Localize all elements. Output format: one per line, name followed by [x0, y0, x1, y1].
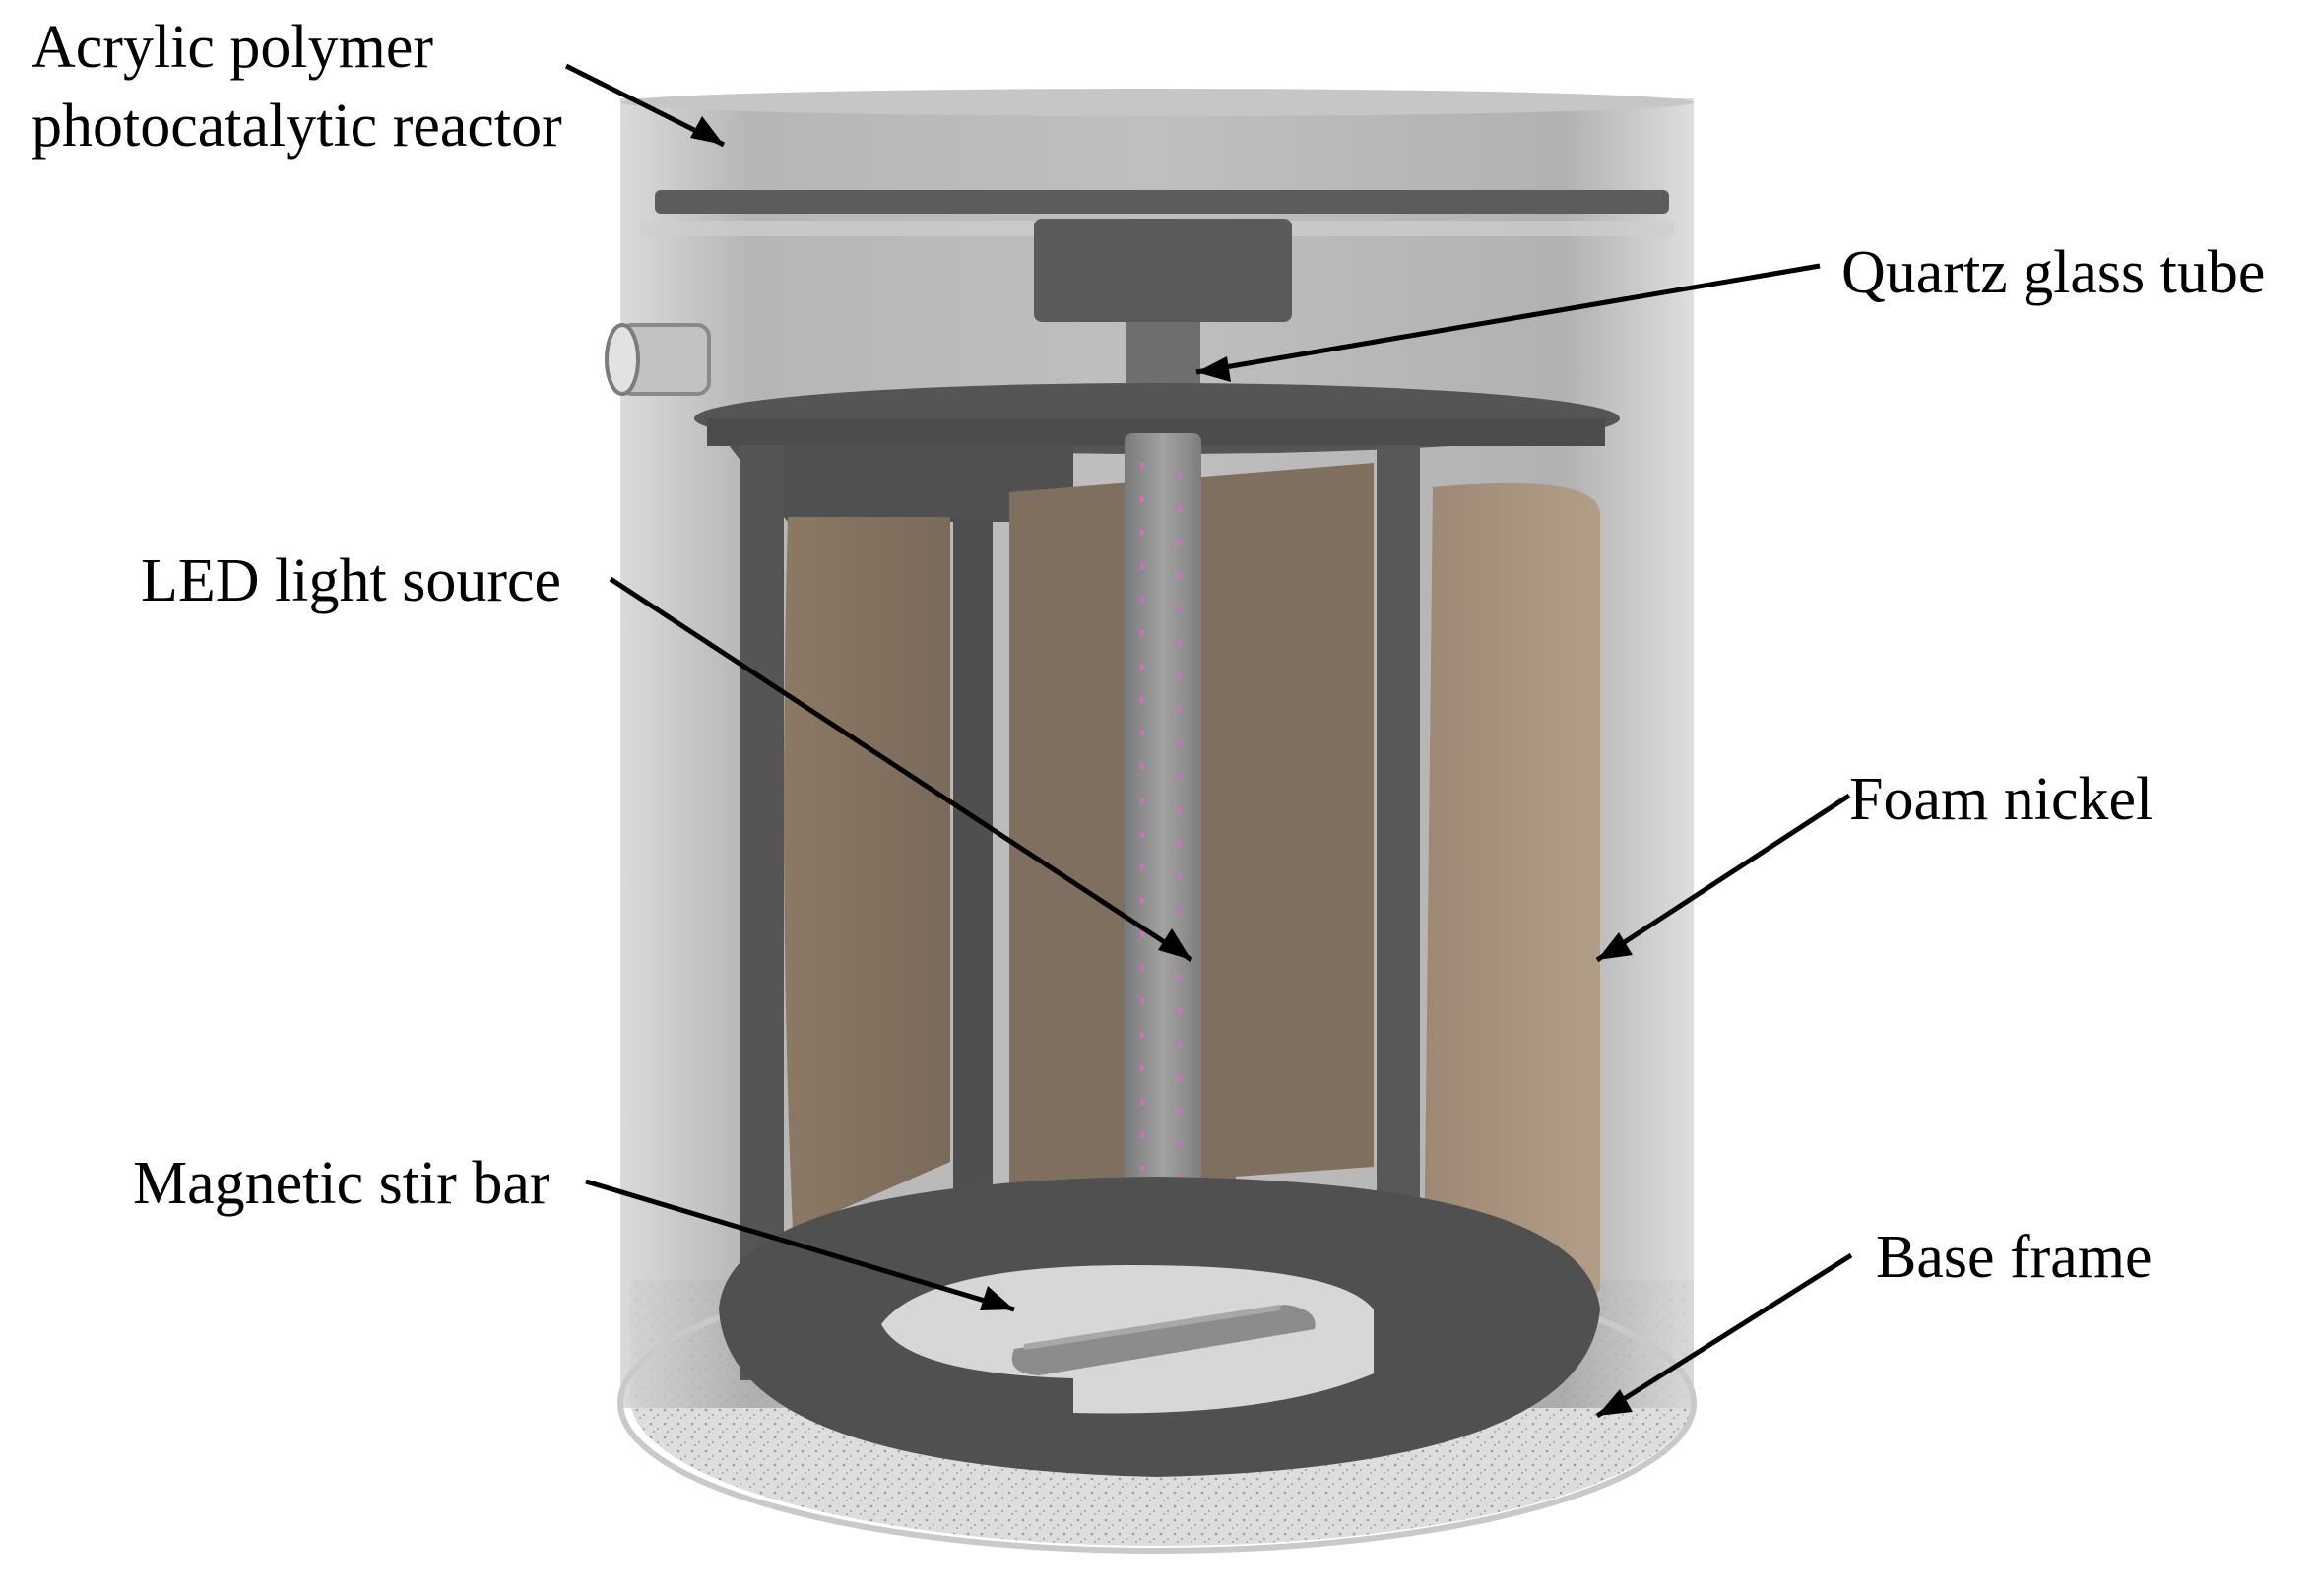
arrowhead-led	[1158, 928, 1191, 960]
leader-base	[1595, 1252, 1853, 1419]
label-reactor-line1: Acrylic polymer	[32, 14, 433, 81]
inner-frame-top-disc	[694, 383, 1620, 522]
leader-foam	[1595, 793, 1851, 963]
foam-nickel-right	[1423, 482, 1600, 1370]
label-stir-bar: Magnetic stir bar	[133, 1150, 550, 1217]
arrowhead-stirbar	[980, 1286, 1014, 1310]
leader-led	[609, 576, 1193, 963]
label-base-frame: Base frame	[1876, 1224, 2153, 1291]
arrowhead-quartz	[1196, 356, 1231, 382]
leader-lines	[564, 63, 1853, 1419]
arrowhead-base	[1597, 1389, 1633, 1416]
leader-quartz	[1195, 263, 1821, 375]
label-quartz-tube: Quartz glass tube	[1841, 239, 2265, 306]
arrowhead-reactor	[690, 116, 724, 145]
led-light-source	[1140, 463, 1182, 1241]
arrowhead-foam	[1597, 932, 1633, 960]
label-reactor-line2: photocatalytic reactor	[32, 93, 562, 160]
label-foam-nickel: Foam nickel	[1849, 766, 2153, 833]
leader-stirbar	[585, 1179, 1015, 1312]
quartz-glass-tube	[1125, 433, 1201, 1265]
foam-nickel-left	[784, 517, 950, 1231]
magnetic-stir-bar	[1011, 1305, 1316, 1375]
side-port	[605, 323, 711, 396]
label-led-source: LED light source	[141, 547, 561, 614]
labels: Acrylic polymer photocatalytic reactor Q…	[32, 14, 2265, 1291]
